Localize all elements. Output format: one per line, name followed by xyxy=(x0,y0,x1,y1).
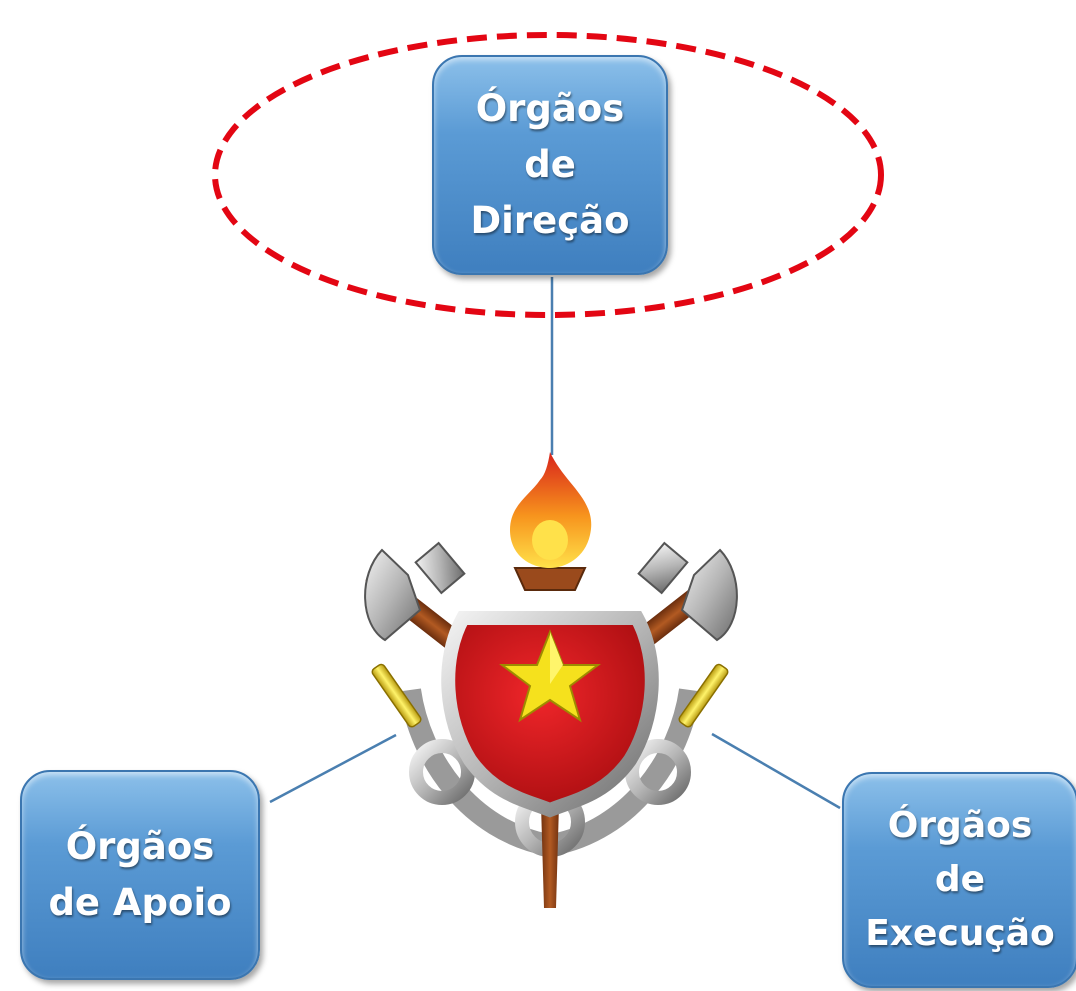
axe-pick-left xyxy=(414,541,466,595)
hose-loop-right xyxy=(625,739,691,805)
firefighter-emblem xyxy=(364,452,738,908)
nozzle-left xyxy=(371,663,422,728)
axe-head-left xyxy=(364,548,422,642)
torch-cup xyxy=(513,567,587,591)
flame xyxy=(510,452,592,568)
node-label-line: de xyxy=(524,143,576,186)
axe-pick-right xyxy=(637,541,689,595)
connector-left xyxy=(269,733,397,804)
flame-core xyxy=(532,520,568,560)
node-label-line: Órgãos xyxy=(475,87,625,130)
node-label-line: Órgãos xyxy=(65,825,215,868)
star-facet xyxy=(550,632,563,684)
hose-loop-left xyxy=(409,739,475,805)
node-orgaos-de-direcao: Órgãos de Direção xyxy=(432,55,668,275)
axe-head-right xyxy=(680,548,738,642)
node-label-line: de Apoio xyxy=(48,881,232,924)
node-label-line: Direção xyxy=(470,199,630,242)
node-orgaos-de-apoio: Órgãos de Apoio xyxy=(20,770,260,980)
connector-right xyxy=(711,732,841,810)
node-label-line: de xyxy=(934,859,986,900)
node-label-line: Órgãos xyxy=(887,805,1033,846)
node-label-line: Execução xyxy=(865,913,1055,954)
highlight-ellipse xyxy=(212,32,884,318)
shield xyxy=(441,611,659,818)
node-orgaos-de-execucao: Órgãos de Execução xyxy=(842,772,1076,988)
nozzle-right xyxy=(678,663,729,728)
